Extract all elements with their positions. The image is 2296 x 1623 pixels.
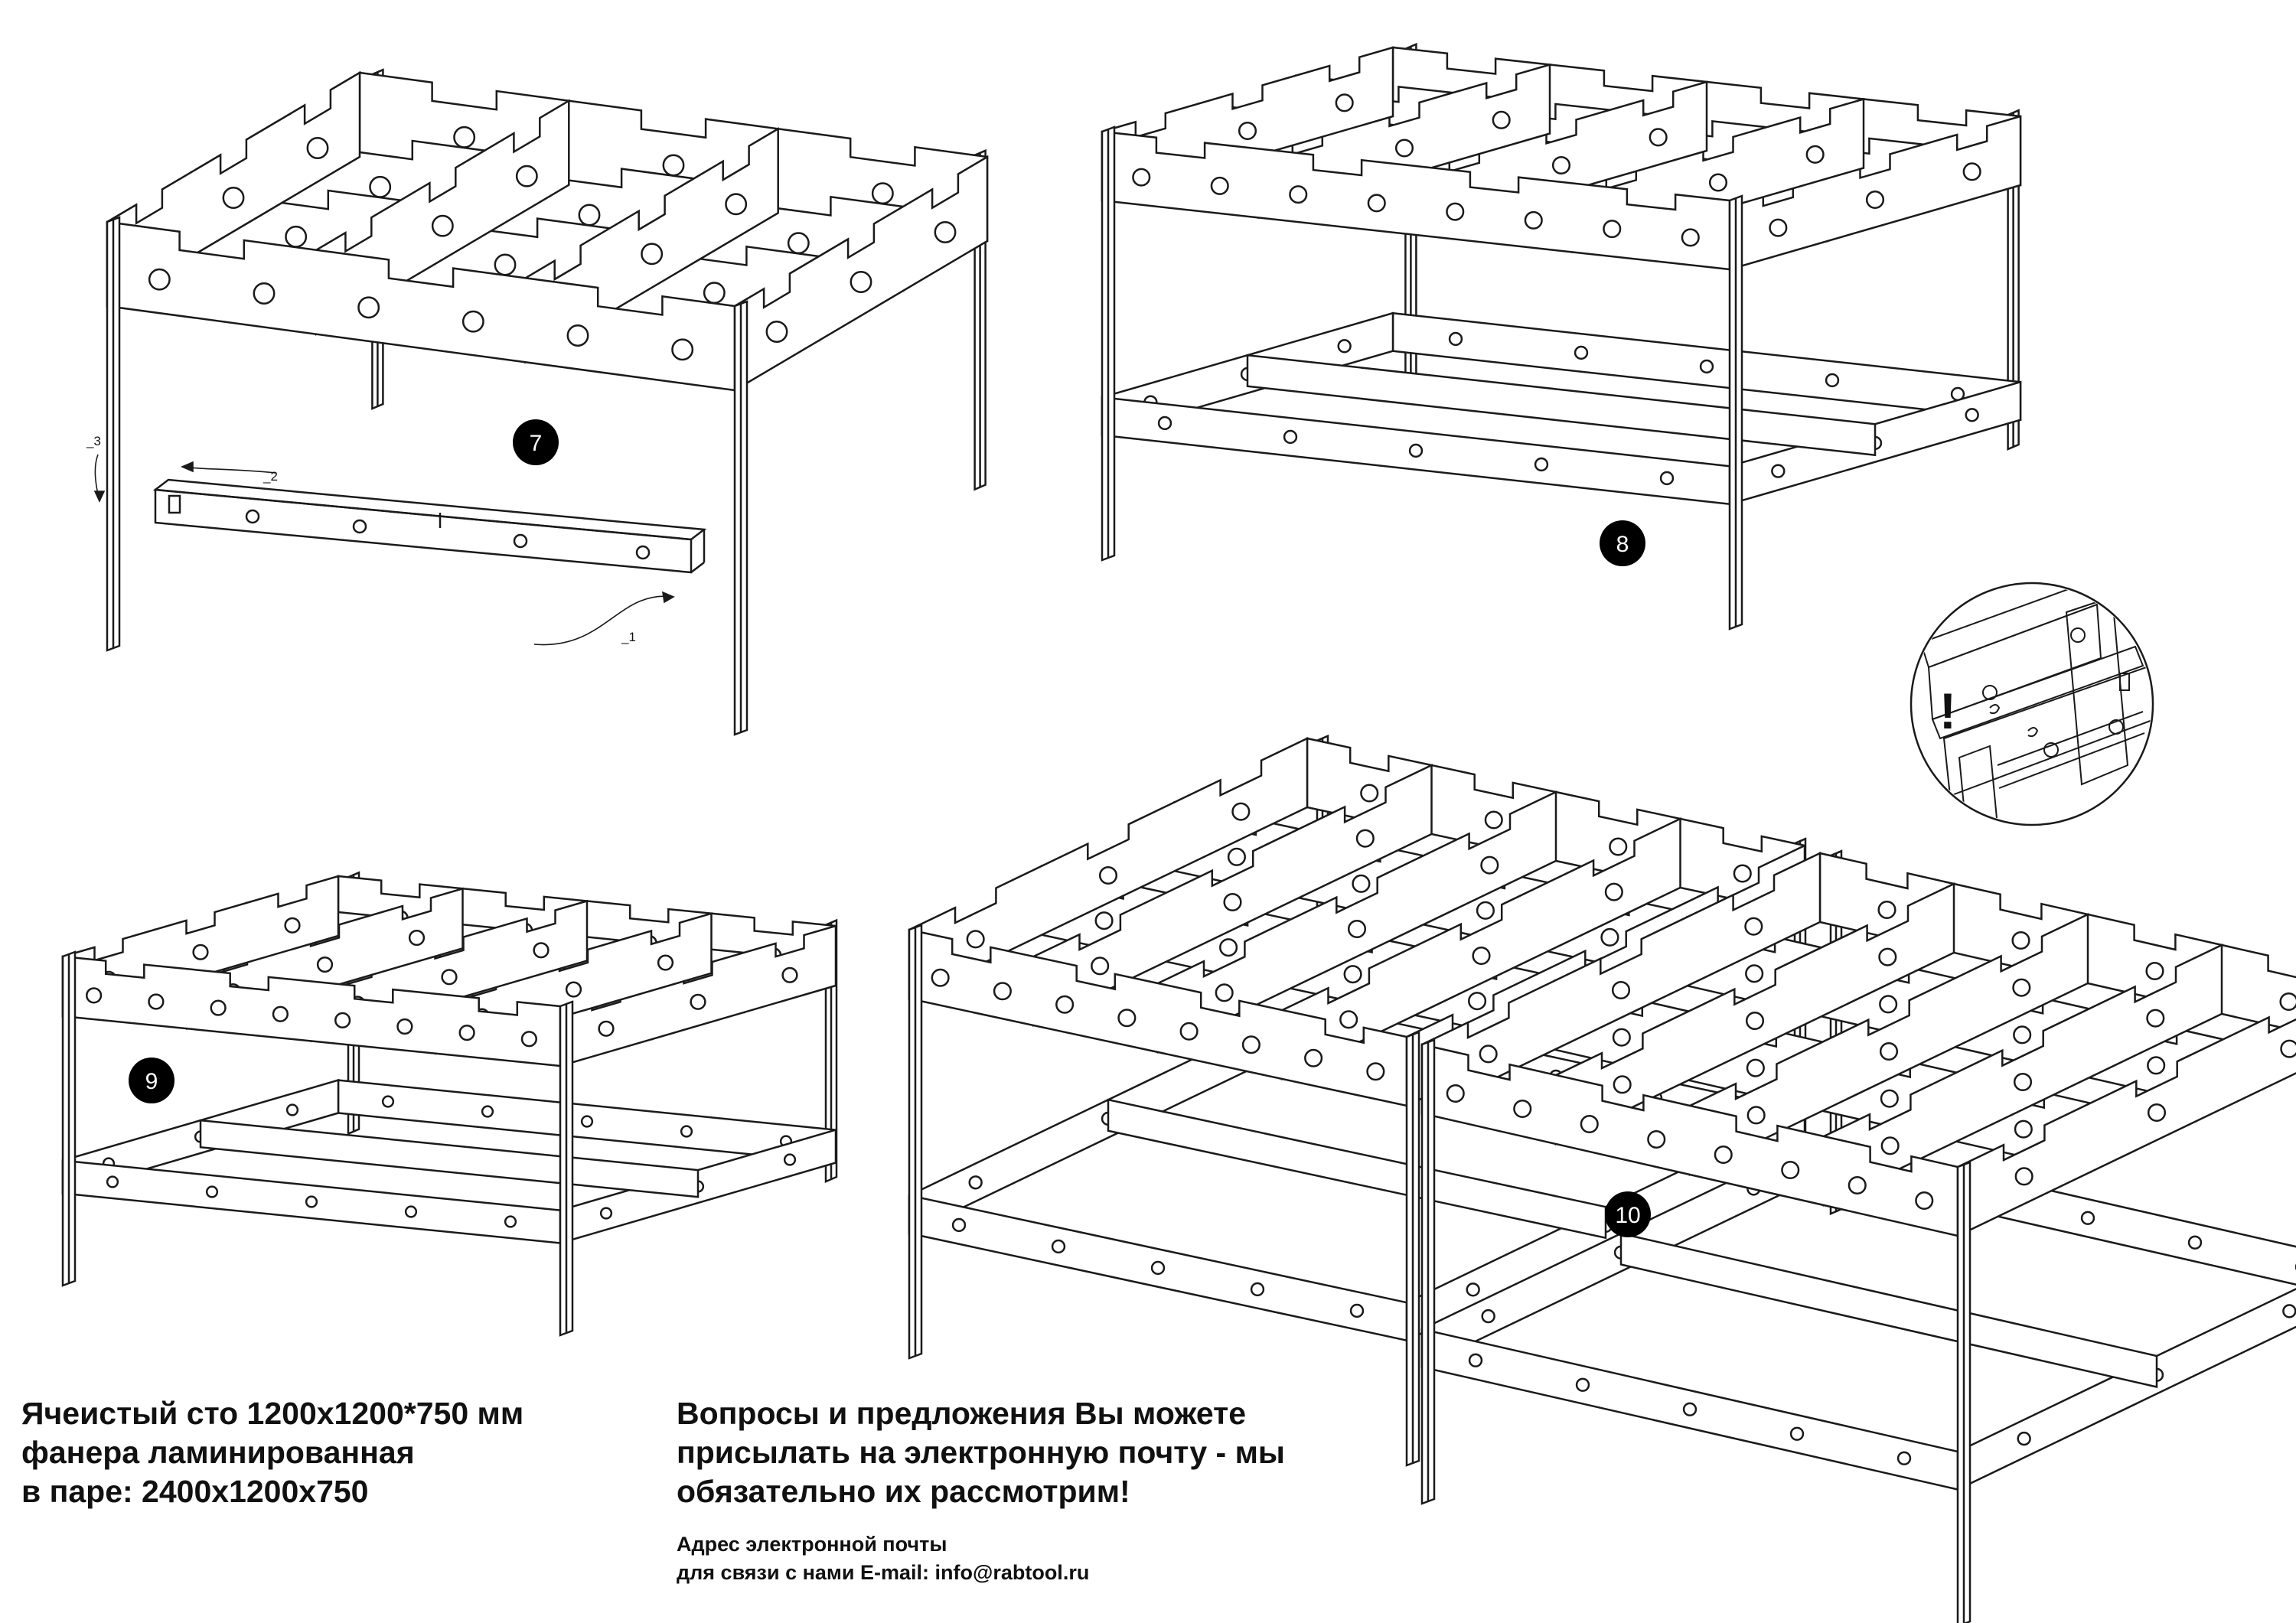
step8-panel-front [1101,130,1731,271]
step10-left-panel-side-left [908,737,1309,1000]
arrow-1 [533,595,674,646]
step10-right-panel-col-3 [1822,943,2223,1207]
step10-left-panel-front [908,928,1408,1107]
step9-panel-front [61,955,562,1067]
step8-leg-front-left [1101,125,1116,562]
arrow-label-1: _1 [621,630,636,644]
feedback-line-2: присылать на электронную почту - мы [677,1435,1285,1470]
step8-panel-col-4 [1728,115,2022,271]
arrow-label-3: _3 [86,434,101,448]
step7-panel-col-3 [733,155,989,393]
caption-line-2: фанера ламинированная [21,1435,415,1470]
step9-leg-front-left [61,950,77,1287]
step10-left-panel-col-1 [1032,764,1433,1027]
step-badge-7: 7 [513,419,559,465]
step-badge-10: 10 [1605,1191,1651,1237]
arrow-2-head [180,461,194,473]
step-badge-9: 9 [129,1058,174,1103]
warning-mark: ! [1939,683,1956,739]
step10-right-leg-front-right [1956,1161,1971,1623]
feedback-line-3: обязательно их рассмотрим! [677,1474,1130,1509]
step8-lower-divider [1246,354,1877,457]
step10-left-leg-front-right [1405,1031,1420,1467]
contact-line-1: Адрес электронной почты [677,1533,947,1556]
step-number-10: 10 [1615,1203,1640,1228]
assembly-arrows [93,454,675,646]
caption-line-1: Ячеистый сто 1200х1200*750 мм [21,1396,524,1431]
step-number-9: 9 [145,1069,158,1094]
figure-step-7 [106,68,989,736]
step9-lower-divider [199,1119,700,1198]
joint-detail-callout: ! [1910,582,2154,826]
step-7-loose-rail [152,478,707,574]
step10-right-lower-divider [1619,1232,2158,1389]
step-badge-8: 8 [1600,520,1645,566]
step10-left-lower-divider [1107,1098,1607,1240]
arrow-label-2: _2 [263,469,278,484]
feedback-note: Вопросы и предложения Вы можете присылат… [677,1394,1442,1511]
product-caption: Ячеистый сто 1200х1200*750 мм фанера лам… [21,1394,649,1511]
step10-right-panel-front [1420,1043,1959,1237]
step10-right-panel-col-1 [1554,882,1955,1146]
contact-email-line: для связи с нами E-mail: info@rabtool.ru [677,1561,1090,1584]
step10-right-panel-col-4 [1956,1015,2296,1237]
arrow-3-head [93,490,106,503]
step10-left-panel-col-2 [1156,790,1557,1054]
figure-step-8 [1101,42,2022,631]
step10-left-leg-front-left [908,924,923,1360]
caption-line-3: в паре: 2400х1200х750 [21,1474,369,1509]
figure-step-10 [908,734,2296,1623]
step7-leg-front-right [733,300,748,736]
step-number-7: 7 [530,431,543,456]
step10-right-panel-col-2 [1688,913,2089,1176]
feedback-line-1: Вопросы и предложения Вы можете [677,1396,1247,1431]
arrow-1-head [661,591,675,604]
step10-right-leg-front-left [1420,1038,1436,1505]
step8-leg-front-right [1728,194,1743,631]
contact-info: Адрес электронной почты для связи с нами… [677,1530,1365,1587]
step10-right-panel-side-left [1420,852,1821,1115]
figure-step-9 [61,871,838,1337]
step9-leg-front-right [559,1000,574,1337]
step7-leg-front-left [106,216,121,652]
step-number-8: 8 [1616,532,1629,557]
step10-left-panel-col-3 [1281,817,1681,1080]
